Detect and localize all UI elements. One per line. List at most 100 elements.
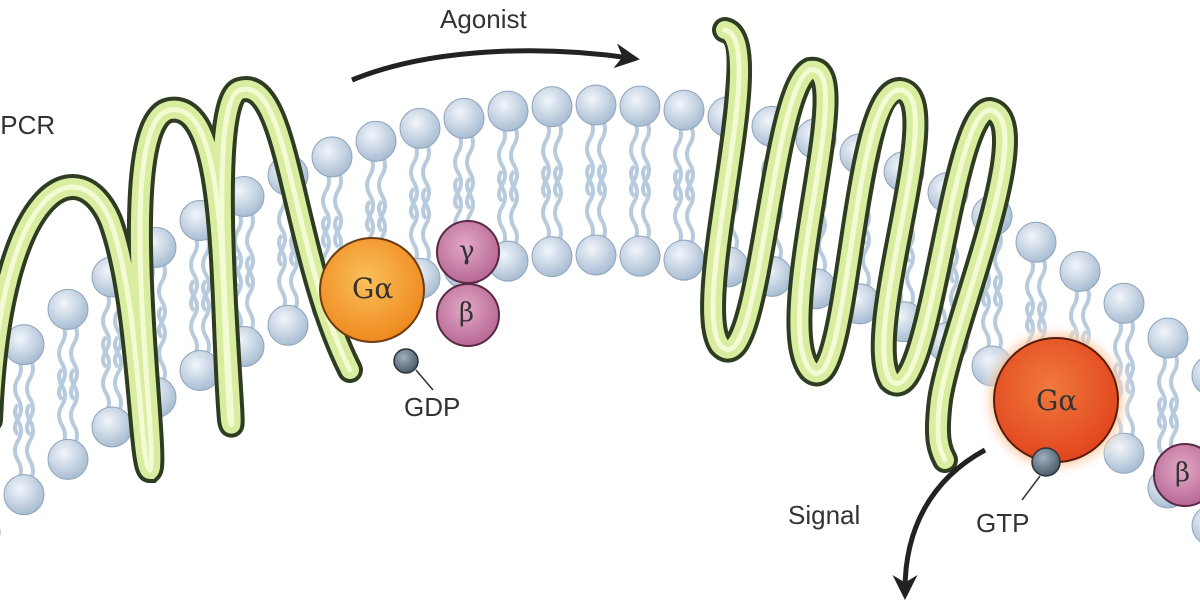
lipid-head xyxy=(443,97,485,139)
lipid-tail xyxy=(245,209,255,288)
lipid-tail xyxy=(641,164,651,244)
lipid-head xyxy=(663,239,705,281)
gdp-label: GDP xyxy=(404,392,461,422)
lipid-tail xyxy=(597,117,607,197)
lipid-head xyxy=(91,406,133,448)
lipid-tail xyxy=(377,154,387,233)
lipid-tail xyxy=(1169,350,1179,430)
lipid-tail xyxy=(509,169,519,249)
agonist-label: Agonist xyxy=(440,4,527,34)
signal-arrow xyxy=(892,447,987,600)
lipid-tail xyxy=(541,119,551,199)
lipid-head xyxy=(311,136,353,178)
lipid-tail xyxy=(685,168,695,248)
g-alpha-inactive-label: Gα xyxy=(352,272,394,305)
lipid-head xyxy=(575,84,617,126)
lipid-tail xyxy=(597,163,607,243)
lipid-tail xyxy=(57,367,67,447)
lipid-tail xyxy=(69,322,79,401)
lipid-tail xyxy=(409,186,419,266)
lipid-head xyxy=(1015,221,1057,263)
lipid-tail xyxy=(69,367,79,447)
agonist-arrow xyxy=(351,43,640,83)
lipid-head xyxy=(575,234,617,276)
lipid-head xyxy=(663,89,705,131)
lipid-head xyxy=(1059,250,1101,292)
lipid-tail xyxy=(409,141,419,220)
lipid-head xyxy=(1191,358,1200,393)
lipid-tail xyxy=(25,357,35,437)
g-alpha-active-label: Gα xyxy=(1036,384,1078,417)
lipid-tail xyxy=(157,305,167,385)
lipid-tail xyxy=(541,165,551,244)
g-alpha-inactive xyxy=(319,237,425,343)
g-protein-active xyxy=(978,322,1200,507)
g-beta xyxy=(436,283,500,347)
lipid-head xyxy=(399,107,441,149)
lipid-tail xyxy=(1157,350,1167,430)
lipid-tail xyxy=(201,279,211,358)
lipid-tail xyxy=(1025,255,1035,334)
lipid-head xyxy=(3,474,45,516)
lipid-head xyxy=(1103,282,1145,324)
lipid-tail xyxy=(189,233,199,312)
lipid-tail xyxy=(453,131,463,210)
lipid-tail xyxy=(57,322,67,401)
gpcr-inactive xyxy=(0,76,363,484)
lipid-tail xyxy=(13,403,23,482)
lipid-tail xyxy=(101,289,111,369)
lipid-tail xyxy=(585,163,595,243)
lipid-tail xyxy=(673,123,683,202)
lipid-tail xyxy=(465,131,475,210)
lipid-tail xyxy=(245,255,255,334)
lipid-head xyxy=(47,288,89,330)
lipid-tail xyxy=(629,119,639,198)
lipid-tail xyxy=(993,274,1003,354)
lipid-tail xyxy=(365,154,375,233)
lipid-tail xyxy=(113,335,123,415)
lipid-tail xyxy=(629,164,639,244)
lipid-tail xyxy=(277,233,287,313)
lipid-head xyxy=(619,235,661,277)
signal-label: Signal xyxy=(788,500,861,530)
lipid-tail xyxy=(509,124,519,203)
lipid-tail xyxy=(993,228,1003,308)
lipid-tail xyxy=(321,169,331,249)
gtp-molecule xyxy=(1031,447,1061,477)
lipid-tail xyxy=(421,141,431,220)
lipid-tail xyxy=(13,357,23,437)
lipid-head xyxy=(531,236,573,278)
gdp-molecule xyxy=(393,348,419,374)
lipid-head xyxy=(1191,508,1200,543)
gpcr-label: GPCR xyxy=(0,110,56,140)
lipid-tail xyxy=(189,279,199,358)
lipid-head xyxy=(487,90,529,132)
lipid-tail xyxy=(685,123,695,202)
lipid-tail xyxy=(25,403,35,482)
lipid-head xyxy=(47,438,89,480)
g-protein-inactive xyxy=(319,220,500,391)
lipid-tail xyxy=(101,335,111,415)
g-beta-released xyxy=(1153,443,1200,507)
lipid-tail xyxy=(585,117,595,197)
g-gamma-label: γ xyxy=(459,236,475,266)
lipid-tail xyxy=(673,168,683,248)
lipid-head xyxy=(619,85,661,127)
lipid-tail xyxy=(553,119,563,199)
lipid-head xyxy=(531,86,573,128)
lipid-tail xyxy=(421,186,431,266)
gpcr-active xyxy=(700,17,1019,473)
lipid-tail xyxy=(497,124,507,203)
lipid-tail xyxy=(553,165,563,244)
lipid-tail xyxy=(157,260,167,339)
lipid-tail xyxy=(333,169,343,249)
lipid-head xyxy=(267,304,309,346)
g-beta-released-label: β xyxy=(1175,458,1191,488)
lipid-tail xyxy=(1037,255,1047,334)
lipid-head xyxy=(355,120,397,162)
g-beta-label: β xyxy=(459,298,475,328)
gtp-label: GTP xyxy=(976,508,1030,538)
lipid-tail xyxy=(289,233,299,313)
lipid-tail xyxy=(497,169,507,249)
